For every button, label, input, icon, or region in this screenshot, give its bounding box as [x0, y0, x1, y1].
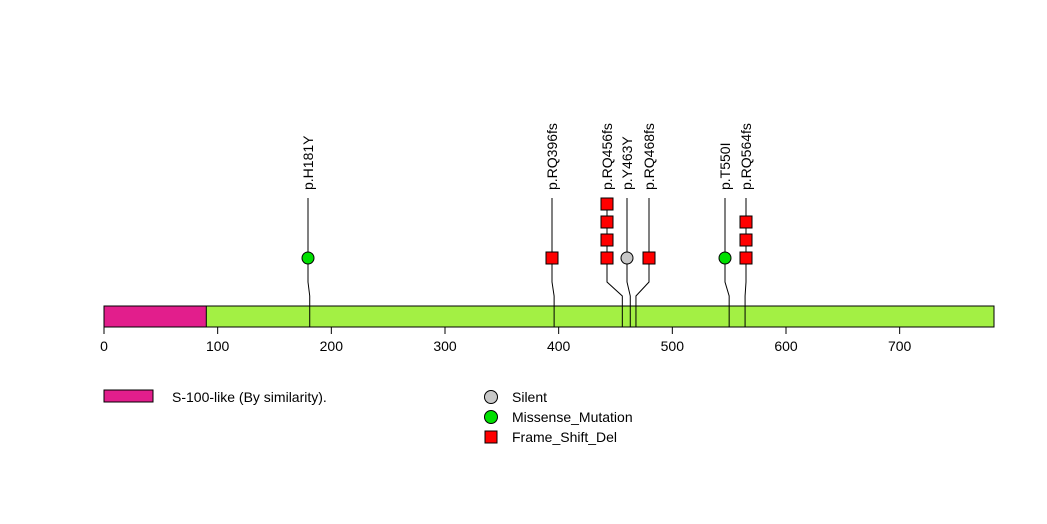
protein-backbone [103, 305, 995, 328]
mutation-stem [626, 198, 631, 327]
missense-marker [718, 251, 732, 265]
mutation-stem [724, 198, 730, 327]
mutation-label: p.RQ456fs [599, 123, 615, 190]
domain-bar [103, 305, 207, 328]
x-tick-label: 600 [774, 338, 798, 354]
frame-shift-marker [600, 215, 614, 229]
frame-shift-marker [739, 215, 753, 229]
x-tick-label: 400 [547, 338, 571, 354]
mutation-label: p.RQ564fs [738, 123, 754, 190]
frame-shift-marker [600, 197, 614, 211]
legend-circle-icon [484, 390, 498, 404]
x-tick-label: 100 [206, 338, 230, 354]
domain-legend-swatch [103, 389, 154, 403]
legend-square-icon [484, 430, 498, 444]
legend-label: Missense_Mutation [512, 409, 633, 425]
mutation-stem [551, 198, 555, 327]
frame-shift-marker [545, 251, 559, 265]
x-tick-label: 200 [320, 338, 344, 354]
mutation-stem [307, 198, 311, 327]
frame-shift-marker [739, 251, 753, 265]
frame-shift-marker [600, 251, 614, 265]
frame-shift-marker [600, 233, 614, 247]
missense-marker [301, 251, 315, 265]
mutation-label: p.RQ396fs [544, 123, 560, 190]
x-tick-label: 700 [888, 338, 912, 354]
mutation-label: p.RQ468fs [641, 123, 657, 190]
mutation-label: p.Y463Y [619, 136, 635, 190]
frame-shift-marker [642, 251, 656, 265]
domain-legend-label: S-100-like (By similarity). [172, 389, 327, 405]
x-tick-label: 500 [661, 338, 685, 354]
silent-marker [620, 251, 634, 265]
mutation-stem [635, 198, 650, 327]
frame-shift-marker [739, 233, 753, 247]
x-tick-label: 0 [100, 338, 108, 354]
legend-label: Frame_Shift_Del [512, 429, 617, 445]
legend-label: Silent [512, 389, 547, 405]
mutation-label: p.H181Y [300, 135, 316, 190]
mutation-label: p.T550I [717, 143, 733, 190]
legend-circle-icon [484, 410, 498, 424]
x-tick-label: 300 [433, 338, 457, 354]
